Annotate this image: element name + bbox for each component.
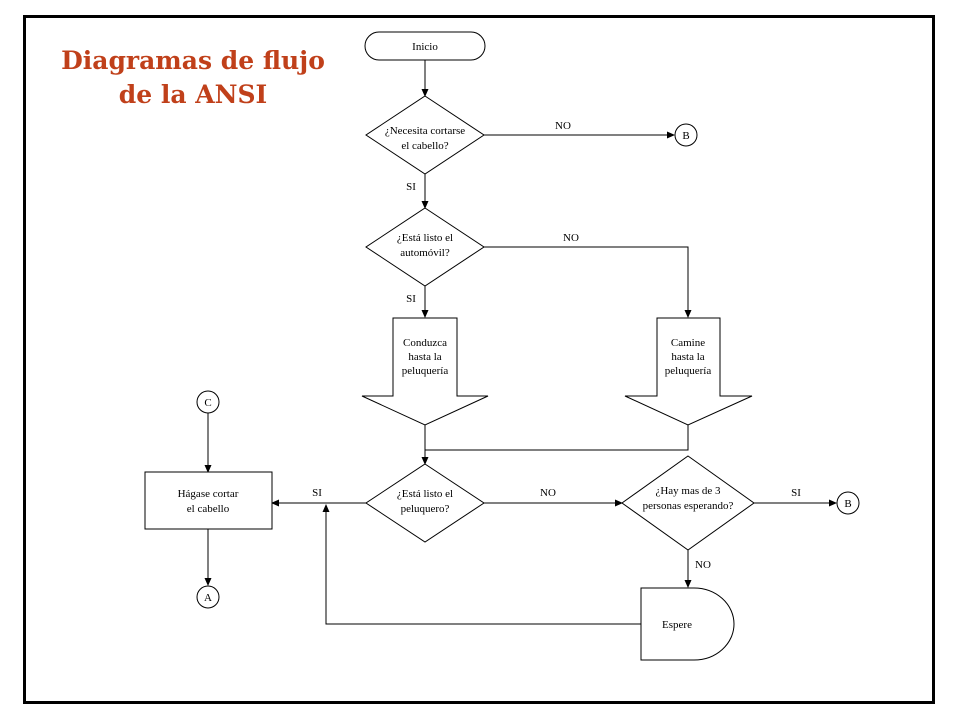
connector-b-top: B [674,123,698,147]
label-people-si: SI [791,487,801,499]
title-line-2: de la ANSI [118,80,268,109]
label-haircut-no: NO [555,120,571,132]
decision-barber: ¿Está listo el peluquero? [365,463,485,543]
start-terminator: Inicio [364,31,486,61]
manual-drive: Conduzca hasta la peluquería [361,317,489,426]
connector-b-top-label: B [682,130,689,142]
decision-car-line-1: ¿Está listo el [397,232,453,244]
delay-wait-label: Espere [662,619,692,631]
start-label: Inicio [412,41,438,53]
decision-people-line-2: personas esperando? [643,500,734,512]
label-car-si: SI [406,293,416,305]
connector-b-bottom: B [836,491,860,515]
manual-walk: Camine hasta la peluquería [624,317,753,426]
title-line-1: Diagramas de flujo [61,46,325,75]
decision-car-line-2: automóvil? [400,247,450,259]
label-car-no: NO [563,232,579,244]
decision-people-line-1: ¿Hay mas de 3 [655,485,721,497]
decision-haircut-line-1: ¿Necesita cortarse [385,125,465,137]
manual-walk-line-1: Camine [671,337,705,349]
label-barber-no: NO [540,487,556,499]
manual-walk-line-2: hasta la [671,351,704,363]
delay-wait: Espere [640,587,735,661]
connector-a-label: A [204,592,212,604]
manual-drive-line-1: Conduzca [403,337,447,349]
slide-title: Diagramas de flujo de la ANSI [48,44,338,112]
connector-c-label: C [204,397,211,409]
connector-b-bottom-label: B [844,498,851,510]
decision-haircut: ¿Necesita cortarse el cabello? [365,95,485,175]
decision-haircut-line-2: el cabello? [401,140,448,152]
decision-car: ¿Está listo el automóvil? [365,207,485,287]
edge-car-no [484,246,692,318]
connector-a: A [196,585,220,609]
manual-drive-line-2: hasta la [408,351,441,363]
edge-wait-loop [322,504,641,625]
decision-people: ¿Hay mas de 3 personas esperando? [621,455,755,551]
decision-barber-line-2: peluquero? [401,503,450,515]
manual-walk-line-3: peluquería [665,365,712,377]
label-people-no: NO [695,559,711,571]
manual-drive-line-3: peluquería [402,365,449,377]
edge-walk-merge [425,425,689,451]
process-cut: Hágase cortar el cabello [144,471,273,530]
label-haircut-si: SI [406,181,416,193]
connector-c: C [196,390,220,414]
process-cut-line-1: Hágase cortar [178,488,239,500]
label-barber-si: SI [312,487,322,499]
process-cut-line-2: el cabello [187,503,230,515]
decision-barber-line-1: ¿Está listo el [397,488,453,500]
slide-frame [23,15,935,704]
